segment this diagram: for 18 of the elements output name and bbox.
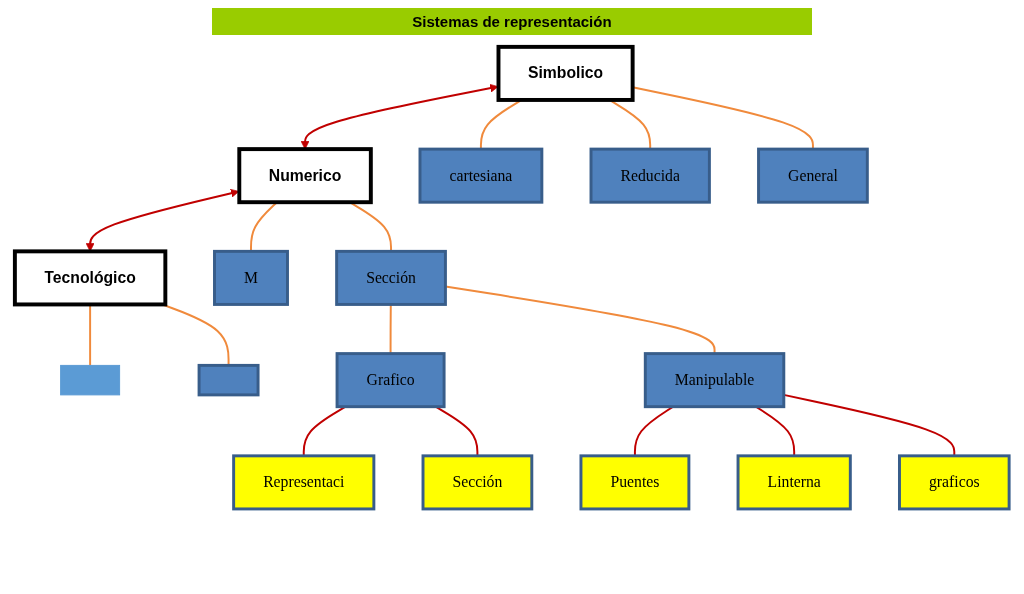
- node-box: General: [757, 147, 869, 204]
- node-box: M: [213, 249, 289, 306]
- node-box: Reducida: [589, 147, 711, 204]
- node-box: Tecnológico: [12, 249, 168, 307]
- node-box: [60, 364, 121, 396]
- node-box: Puentes: [579, 454, 691, 511]
- node-box: Grafico: [335, 352, 446, 409]
- node-box: Manipulable: [643, 352, 786, 409]
- node-box: graficos: [898, 454, 1011, 511]
- node-box: Representaci: [232, 454, 376, 511]
- node-box: Numerico: [237, 147, 373, 205]
- node-box: Sección: [421, 454, 534, 511]
- node-box: cartesiana: [418, 147, 544, 204]
- node-box: Simbolico: [496, 44, 635, 102]
- node-box: Linterna: [736, 454, 852, 511]
- node-box: Sección: [335, 249, 447, 306]
- title-banner: Sistemas de representación: [212, 8, 812, 35]
- node-box: [197, 363, 260, 397]
